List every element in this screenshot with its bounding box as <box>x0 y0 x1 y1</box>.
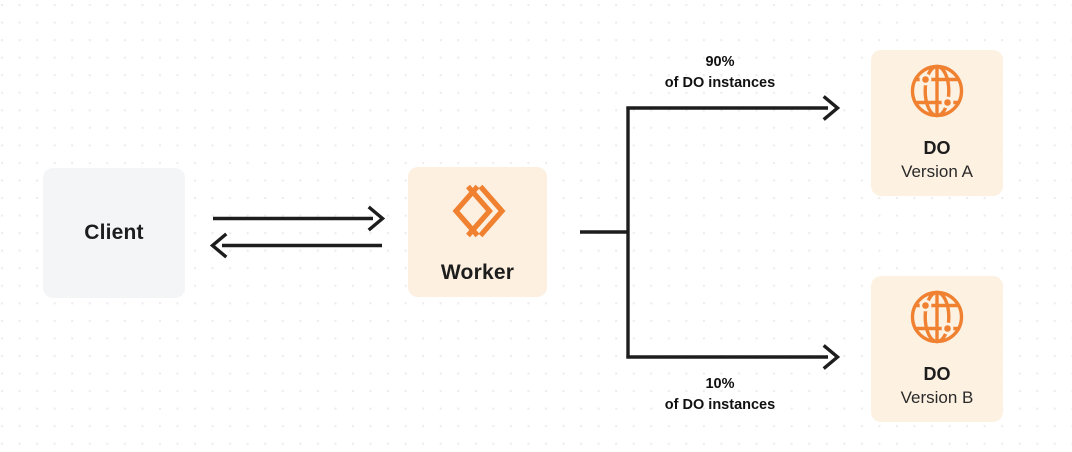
branch-connector <box>580 106 630 359</box>
node-client-label: Client <box>84 221 144 244</box>
edge-label-do-a-percent: 90% <box>705 54 735 70</box>
node-client[interactable]: Client <box>43 168 185 298</box>
globe-icon <box>908 62 966 125</box>
cloudflare-workers-icon <box>447 180 509 247</box>
node-do-b-sublabel: Version B <box>900 387 974 407</box>
edge-label-do-b-percent: 10% <box>705 376 735 392</box>
globe-icon <box>908 288 966 351</box>
edge-label-do-b-caption: of DO instances <box>664 396 776 413</box>
node-worker-label: Worker <box>440 260 515 284</box>
edge-label-do-a-caption: of DO instances <box>664 74 776 91</box>
node-do-a-sublabel: Version A <box>901 161 973 181</box>
node-do-b-label: DO <box>923 364 951 385</box>
arrow-worker-to-client <box>209 232 382 259</box>
node-do-version-b[interactable]: DO Version B <box>871 276 1003 422</box>
edge-label-do-b: 10% of DO instances <box>628 374 812 415</box>
node-worker[interactable]: Worker <box>408 167 547 297</box>
arrow-worker-to-do-b <box>626 344 841 370</box>
arrow-worker-to-do-a <box>626 95 841 121</box>
node-do-a-label: DO <box>923 138 951 159</box>
edge-label-do-a: 90% of DO instances <box>628 52 812 93</box>
node-do-version-a[interactable]: DO Version A <box>871 50 1003 196</box>
arrow-client-to-worker <box>213 205 386 232</box>
